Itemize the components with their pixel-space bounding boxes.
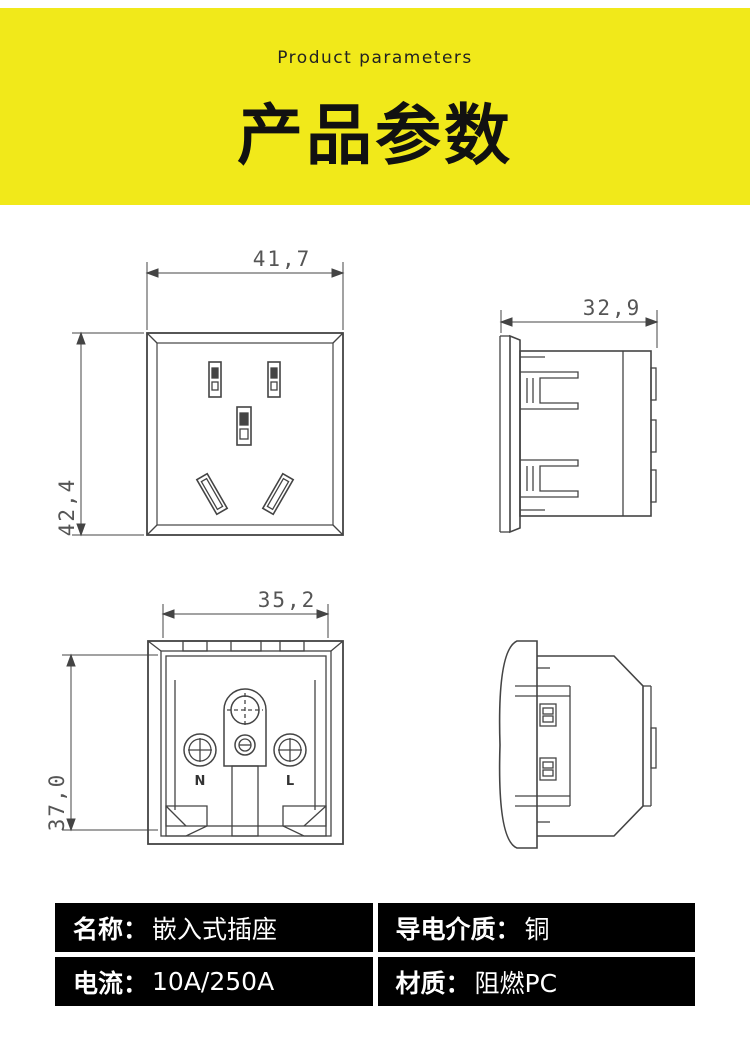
spec-table: 名称： 嵌入式插座 导电介质： 铜 电流： 10A/250A 材质： 阻燃PC [55, 903, 695, 1011]
back-height-label: 37,0 [45, 773, 69, 832]
neutral-terminal-label: N [195, 774, 206, 789]
spec-label: 导电介质： [395, 914, 521, 944]
side-view-2-drawing [498, 640, 657, 849]
spec-cell-conductor: 导电介质： 铜 [377, 903, 695, 952]
side-depth-dimension [499, 310, 659, 348]
back-width-dimension [161, 604, 330, 638]
spec-label: 电流： [73, 968, 149, 998]
front-view-drawing [146, 332, 344, 536]
header-banner [0, 8, 750, 205]
header-title: 产品参数 [237, 97, 513, 174]
spec-cell-current: 电流： 10A/250A [55, 957, 373, 1006]
spec-row: 电流： 10A/250A 材质： 阻燃PC [55, 957, 695, 1006]
spec-cell-material: 材质： 阻燃PC [377, 957, 695, 1006]
header-subtitle: Product parameters [277, 48, 473, 68]
spec-label: 材质： [395, 968, 471, 998]
side-view-drawing [499, 334, 657, 534]
spec-value: 10A/250A [152, 967, 275, 996]
front-height-dimension [72, 331, 144, 537]
spec-value: 阻燃PC [474, 968, 558, 998]
front-width-label: 41,7 [253, 247, 312, 271]
spec-value: 铜 [524, 914, 550, 944]
live-terminal-label: L [286, 774, 294, 789]
spec-value: 嵌入式插座 [152, 914, 278, 944]
front-width-dimension [145, 262, 345, 330]
spec-label: 名称： [73, 914, 149, 944]
spec-cell-name: 名称： 嵌入式插座 [55, 903, 373, 952]
front-height-label: 42,4 [55, 478, 79, 537]
back-width-label: 35,2 [258, 588, 317, 612]
side-depth-label: 32,9 [583, 296, 642, 320]
back-view-drawing [147, 640, 344, 845]
spec-row: 名称： 嵌入式插座 导电介质： 铜 [55, 903, 695, 952]
back-height-dimension [62, 653, 158, 832]
